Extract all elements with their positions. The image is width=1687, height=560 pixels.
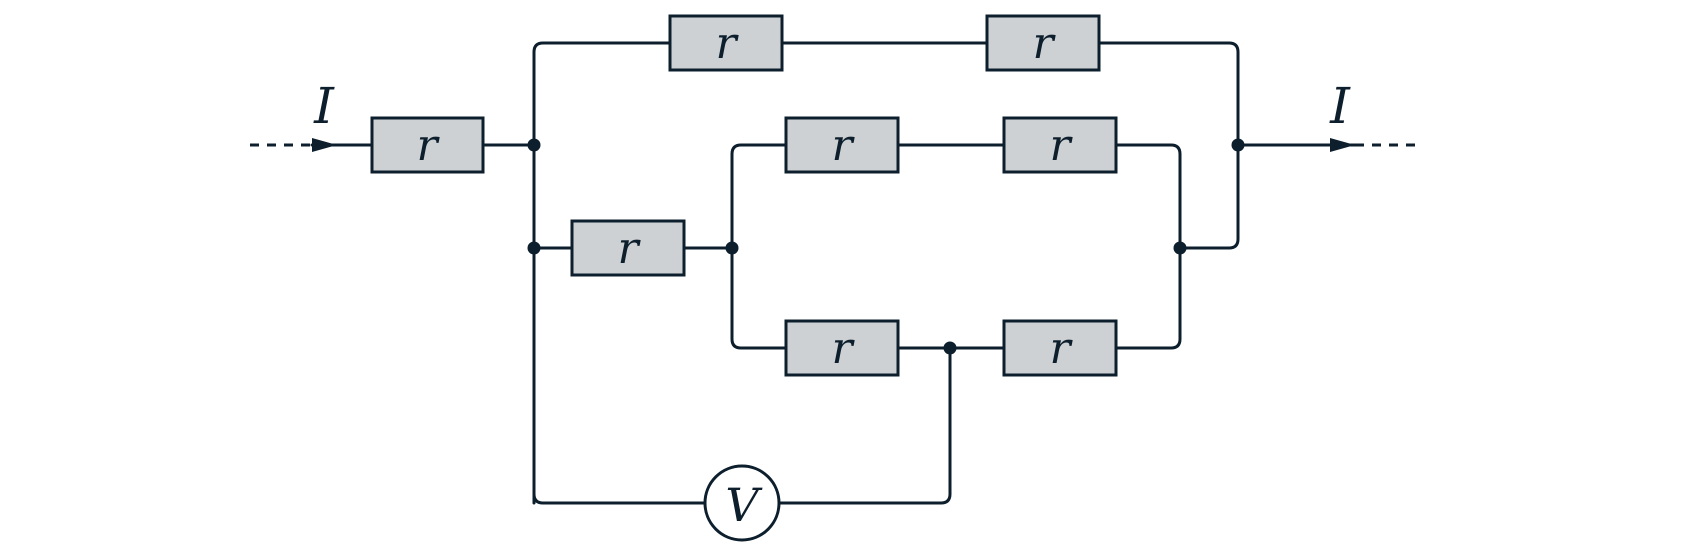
voltmeter-label: V — [725, 478, 763, 532]
resistor-top-left-label: r — [715, 18, 739, 69]
resistor-upper-inner-right-label: r — [1049, 120, 1073, 171]
resistor-upper-inner-right-body — [1002, 116, 1118, 174]
upper-inner-left-wire — [730, 143, 788, 250]
resistor-middle-label: r — [617, 223, 641, 274]
inner-right-wire — [1114, 143, 1182, 350]
resistor-top-right: r — [985, 14, 1101, 72]
resistor-lower-inner-left-label: r — [831, 323, 855, 374]
resistor-top-right-body — [985, 14, 1101, 72]
lower-inner-left-wire — [730, 246, 788, 350]
output-current-label: I — [1329, 77, 1351, 135]
junction-node-d — [943, 341, 957, 355]
voltmeter-right-wire — [777, 346, 952, 505]
resistor-lower-inner-left: r — [784, 319, 900, 377]
junction-node-a — [527, 138, 541, 152]
resistor-top-left-body — [668, 14, 784, 72]
resistor-upper-inner-right: r — [1002, 116, 1118, 174]
resistor-top-left: r — [668, 14, 784, 72]
resistor-upper-inner-left-label: r — [831, 120, 855, 171]
resistor-upper-inner-left: r — [784, 116, 900, 174]
voltmeter-body — [703, 464, 781, 542]
resistor-middle: r — [570, 219, 686, 277]
resistor-middle-body — [570, 219, 686, 277]
resistor-lower-inner-right: r — [1002, 319, 1118, 377]
resistor-lower-inner-right-body — [1002, 319, 1118, 377]
output-current-arrow — [1330, 138, 1355, 152]
junction-node-e — [1173, 241, 1187, 255]
resistor-input-label: r — [416, 120, 440, 171]
junction-node-f — [1231, 138, 1245, 152]
resistor-upper-inner-left-body — [784, 116, 900, 174]
top-branch-left-wire — [532, 41, 672, 54]
input-current-arrow — [312, 138, 337, 152]
junction-node-c — [725, 241, 739, 255]
resistor-top-right-label: r — [1032, 18, 1056, 69]
junction-node-b — [527, 241, 541, 255]
resistor-input-body — [370, 116, 485, 174]
resistor-input: r — [370, 116, 485, 174]
voltmeter-left-wire — [532, 492, 707, 505]
input-current-label: I — [313, 77, 335, 135]
resistor-lower-inner-left-body — [784, 319, 900, 377]
resistor-lower-inner-right-label: r — [1049, 323, 1073, 374]
voltmeter: V — [703, 464, 781, 542]
